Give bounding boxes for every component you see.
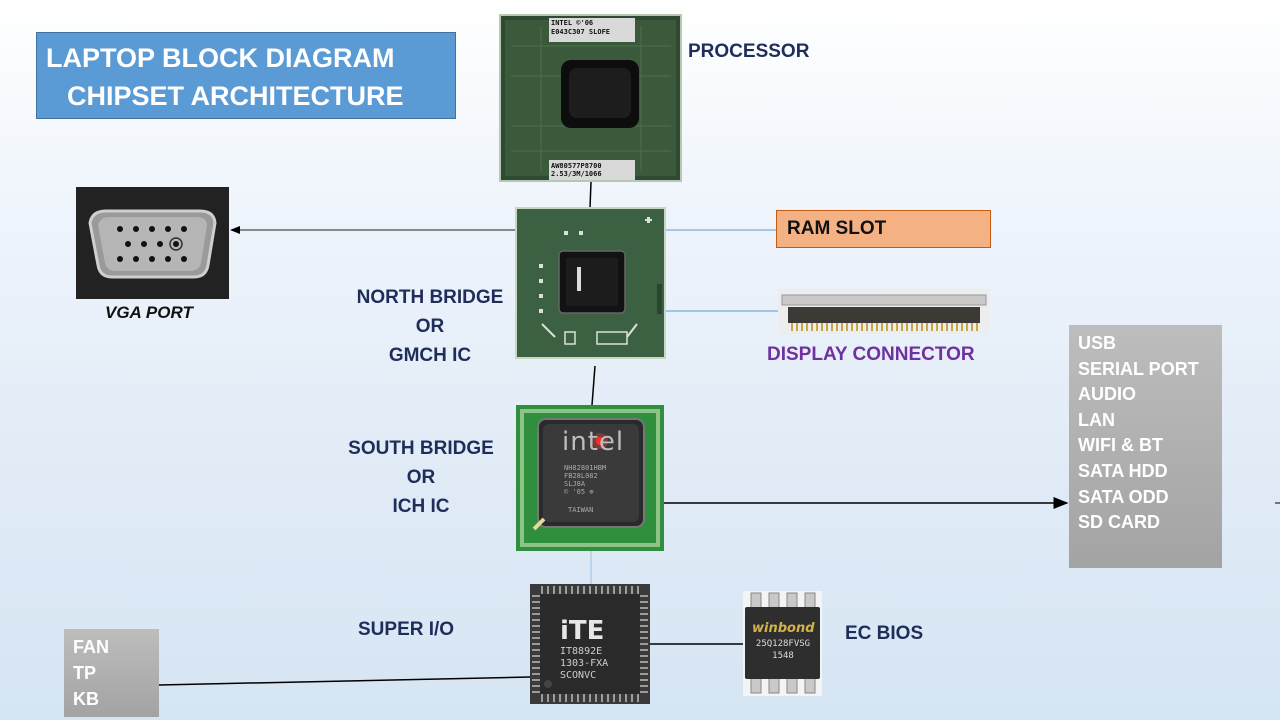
cpu-nb-line bbox=[589, 181, 592, 209]
vga-port-image bbox=[76, 187, 229, 299]
peripheral-wifi-bt: WIFI & BT bbox=[1078, 435, 1163, 456]
north-bridge-line-3: GMCH IC bbox=[388, 345, 472, 366]
peripheral-audio: AUDIO bbox=[1078, 384, 1136, 405]
peripheral-fan: FAN bbox=[73, 637, 109, 657]
super-io-label: SUPER I/O bbox=[358, 619, 455, 640]
super-io-marking-3: SCONVC bbox=[560, 670, 597, 681]
south-bridge-line-3: ICH IC bbox=[392, 496, 450, 517]
south-bridge-marking-3: SLJ8A bbox=[564, 480, 586, 488]
peripheral-kb: KB bbox=[73, 689, 99, 709]
processor-marking-2: E043C307 SLOFE bbox=[551, 28, 611, 36]
ec-bios-label: EC BIOS bbox=[845, 623, 924, 644]
processor-label: PROCESSOR bbox=[688, 41, 810, 62]
south-bridge-label: SOUTH BRIDGE OR ICH IC bbox=[336, 434, 506, 521]
super-io-peripherals-box: FAN TP KB bbox=[64, 629, 159, 717]
ec-bios-chip: winbond 25Q128FVSG 1548 bbox=[743, 591, 822, 696]
bios-brand: winbond bbox=[752, 621, 815, 636]
peripheral-sata-odd: SATA ODD bbox=[1078, 486, 1169, 507]
south-bridge-line-2: OR bbox=[406, 467, 436, 488]
super-io-marking-1: IT8892E bbox=[560, 646, 603, 657]
south-bridge-line-1: SOUTH BRIDGE bbox=[348, 438, 494, 459]
nb-sb-line bbox=[591, 365, 596, 406]
processor-chip: INTEL ©'06 E043C307 SLOFE AW80577P8700 2… bbox=[499, 14, 682, 182]
processor-marking-1: INTEL ©'06 bbox=[551, 19, 594, 27]
south-bridge-brand: intel bbox=[562, 427, 625, 457]
south-bridge-peripherals-box: USB SERIAL PORT AUDIO LAN WIFI & BT SATA… bbox=[1069, 325, 1222, 568]
peripheral-sata-hdd: SATA HDD bbox=[1078, 460, 1168, 481]
title-line-2: CHIPSET ARCHITECTURE bbox=[67, 81, 404, 111]
superio-fan-line bbox=[158, 676, 531, 686]
south-bridge-marking-1: NH82801HBM bbox=[564, 464, 607, 472]
title-box: LAPTOP BLOCK DIAGRAM CHIPSET ARCHITECTUR… bbox=[36, 32, 456, 119]
peripheral-lan: LAN bbox=[1078, 409, 1115, 430]
peripheral-serial-port: SERIAL PORT bbox=[1078, 358, 1199, 379]
north-bridge-line-2: OR bbox=[415, 316, 445, 337]
processor-marking-3: AW80577P8700 bbox=[551, 162, 602, 170]
super-io-chip: iTE IT8892E 1303-FXA SCONVC bbox=[530, 584, 650, 704]
vga-port-label: VGA PORT bbox=[105, 303, 193, 322]
super-io-marking-2: 1303-FXA bbox=[560, 658, 609, 669]
title-line-1: LAPTOP BLOCK DIAGRAM bbox=[46, 43, 395, 73]
display-connector-label: DISPLAY CONNECTOR bbox=[767, 344, 975, 365]
south-bridge-marking-2: FB28L082 bbox=[564, 472, 598, 480]
north-bridge-label: NORTH BRIDGE OR GMCH IC bbox=[350, 283, 510, 370]
bios-marking-2: 1548 bbox=[772, 651, 794, 661]
processor-marking-4: 2.53/3M/1066 bbox=[551, 170, 602, 178]
south-bridge-chip: intel NH82801HBM FB28L082 SLJ8A © '05 ⊕ … bbox=[516, 405, 664, 551]
super-io-brand: iTE bbox=[560, 616, 605, 646]
peripheral-usb: USB bbox=[1078, 333, 1117, 353]
north-bridge-chip bbox=[515, 207, 666, 359]
north-bridge-line-1: NORTH BRIDGE bbox=[356, 287, 504, 308]
bios-marking-1: 25Q128FVSG bbox=[755, 639, 811, 649]
south-bridge-marking-5: TAIWAN bbox=[568, 506, 594, 514]
peripheral-tp: TP bbox=[73, 663, 97, 683]
ram-slot-box: RAM SLOT bbox=[776, 210, 991, 248]
display-connector-image bbox=[778, 289, 990, 334]
south-bridge-marking-4: © '05 ⊕ bbox=[564, 488, 594, 496]
peripheral-sd-card: SD CARD bbox=[1078, 512, 1161, 533]
